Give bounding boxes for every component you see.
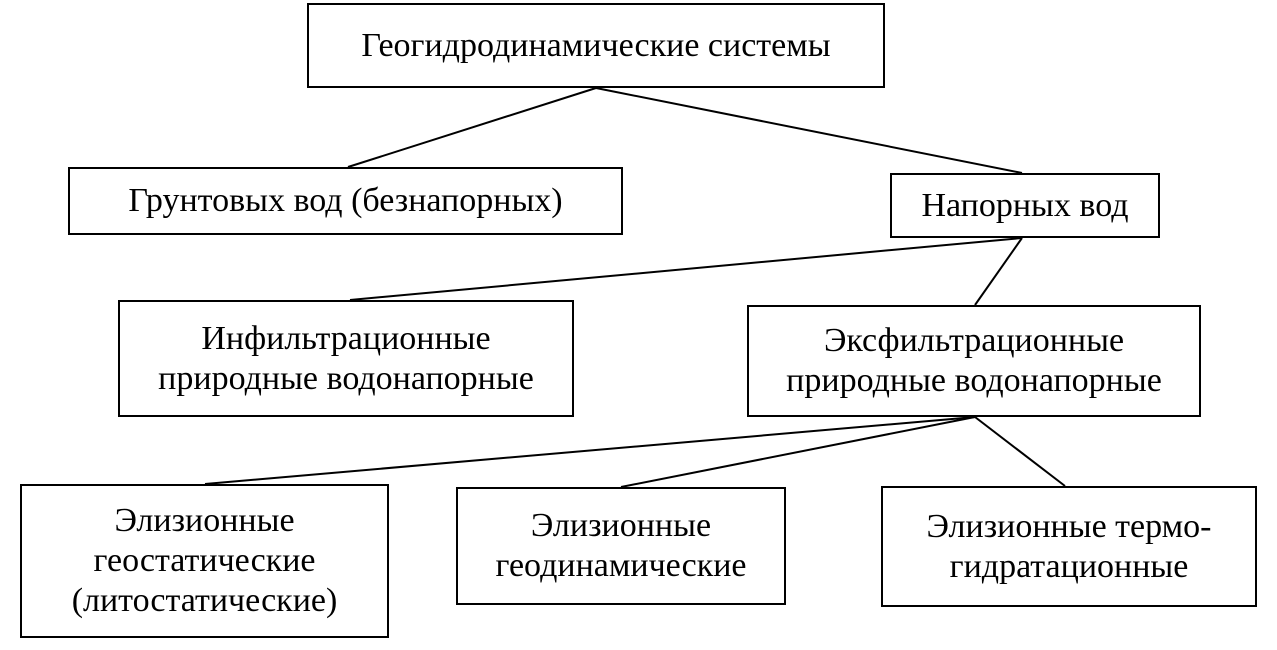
node-elision-geodynamic: Элизионные геодинамические — [456, 487, 786, 605]
node-label-line-2: геостатические — [93, 542, 316, 579]
node-label-line-2: геодинамические — [495, 547, 747, 584]
node-label-line-1: Элизионные — [530, 507, 712, 544]
node-label: Напорных вод — [921, 186, 1129, 224]
node-groundwater-unconfined: Грунтовых вод (безнапорных) — [68, 167, 623, 235]
node-geohydrodynamic-systems: Геогидродинамические системы — [307, 3, 885, 88]
node-pressure-water: Напорных вод — [890, 173, 1160, 238]
node-label-line-3: (литостатические) — [71, 582, 338, 619]
edge-exfiltration-geodynamic — [620, 416, 976, 488]
node-label-line-2: гидратационные — [949, 547, 1189, 585]
edge-root-pressure — [595, 87, 1023, 174]
edge-pressure-exfiltration — [974, 237, 1023, 306]
edge-exfiltration-thermo — [974, 416, 1066, 487]
edge-pressure-infiltration — [349, 237, 1023, 301]
node-elision-thermohydration: Элизионные термо- гидратационные — [881, 486, 1257, 607]
node-elision-geostatic: Элизионные геостатические (литостатическ… — [20, 484, 389, 638]
node-label-line-1: Эксфильтрационные — [823, 322, 1125, 359]
node-label-line-1: Элизионные термо- — [926, 507, 1212, 545]
node-infiltration: Инфильтрационные природные водонапорные — [118, 300, 574, 417]
edge-root-groundwater — [347, 87, 597, 168]
node-exfiltration: Эксфильтрационные природные водонапорные — [747, 305, 1201, 417]
node-label-line-2: природные водонапорные — [158, 359, 534, 397]
node-label: Геогидродинамические системы — [361, 26, 831, 64]
node-label-line-2: природные водонапорные — [786, 362, 1162, 399]
node-label: Грунтовых вод (безнапорных) — [128, 182, 563, 219]
node-label-line-1: Инфильтрационные — [201, 319, 491, 357]
node-label-line-1: Элизионные — [114, 502, 295, 539]
edge-exfiltration-geostatic — [204, 416, 976, 485]
